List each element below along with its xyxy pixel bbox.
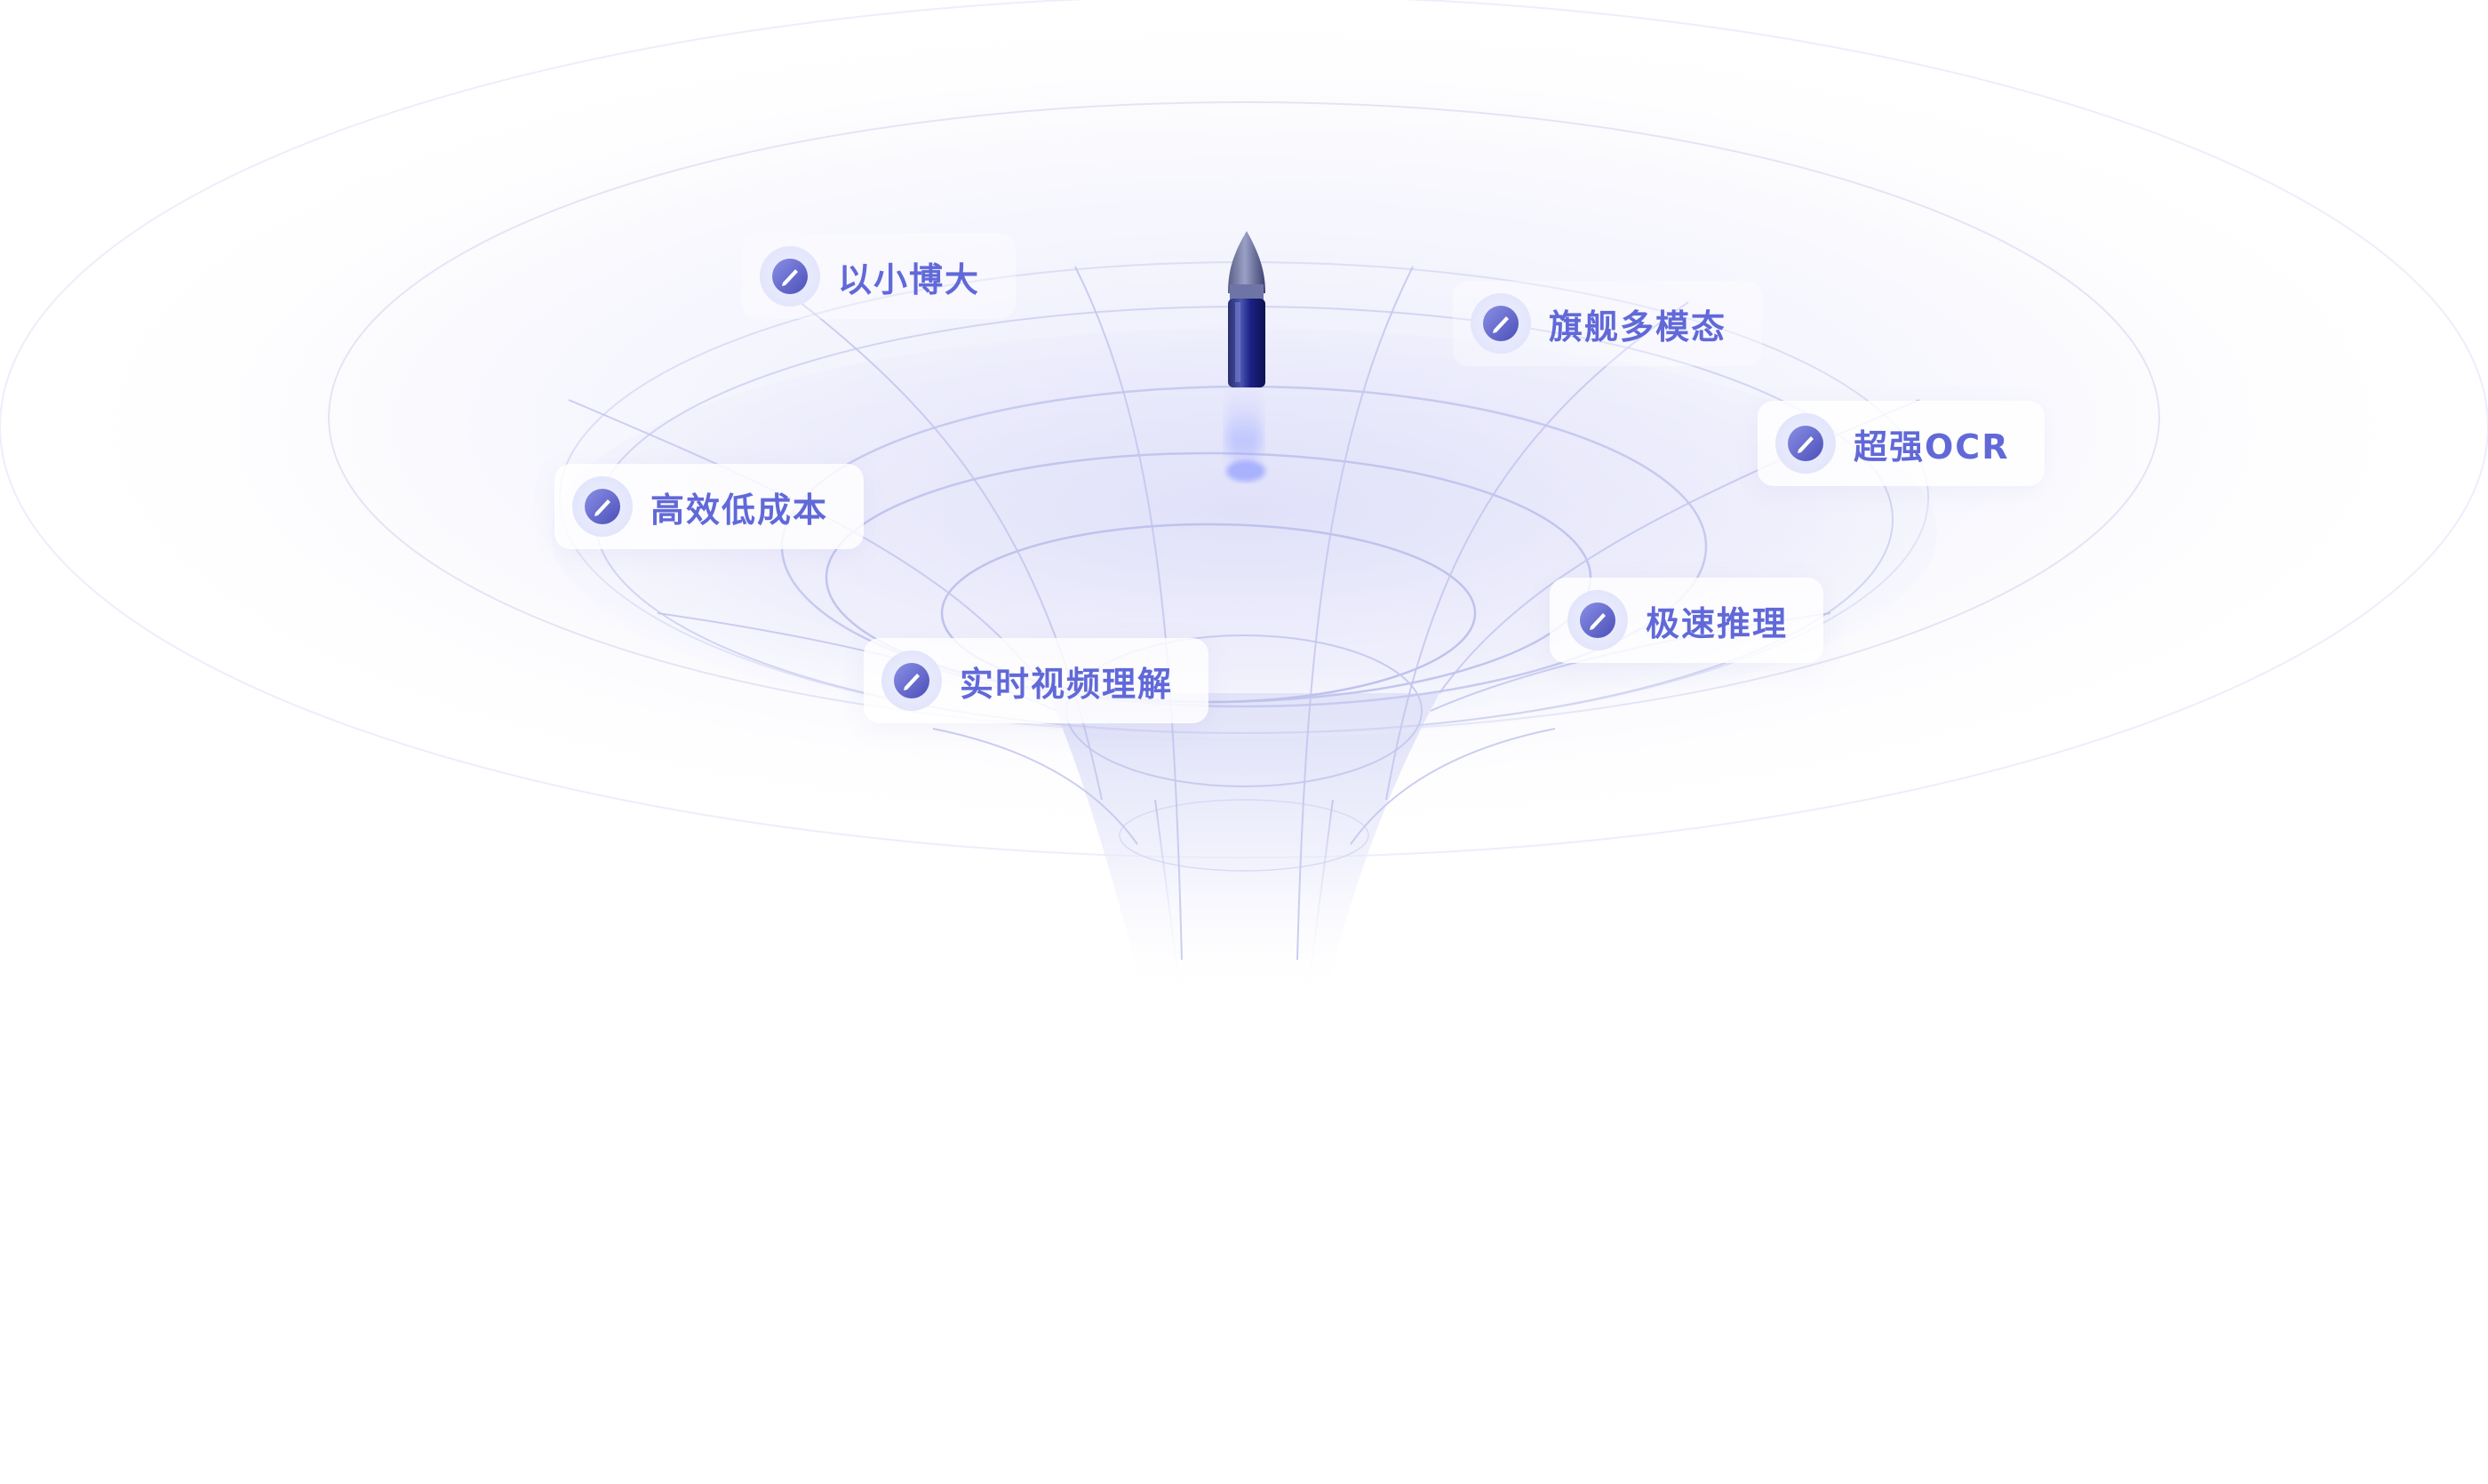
feature-tag-flagship-multimodal[interactable]: 旗舰多模态: [1453, 281, 1763, 366]
check-badge-icon: [1567, 590, 1628, 650]
feature-tag-small-big[interactable]: 以小博大: [742, 234, 1017, 319]
feature-tag-ocr[interactable]: 超强OCR: [1758, 401, 2045, 486]
feature-label: 超强OCR: [1854, 427, 2010, 467]
feature-tag-fast-inference[interactable]: 极速推理: [1550, 578, 1824, 663]
feature-tag-realtime-video[interactable]: 实时视频理解: [864, 638, 1209, 723]
feature-label: 实时视频理解: [960, 664, 1174, 704]
rocket-icon: [1228, 231, 1265, 387]
rocket-flame: [1226, 382, 1265, 482]
feature-tag-low-cost[interactable]: 高效低成本: [554, 464, 865, 549]
feature-label: 极速推理: [1646, 603, 1789, 643]
feature-label: 以小博大: [838, 259, 981, 299]
check-badge-icon: [572, 476, 633, 537]
feature-label: 旗舰多模态: [1549, 307, 1727, 347]
check-badge-icon: [760, 246, 820, 307]
check-badge-icon: [1471, 293, 1531, 354]
check-badge-icon: [881, 650, 942, 711]
feature-label: 高效低成本: [650, 490, 829, 530]
check-badge-icon: [1775, 413, 1836, 474]
